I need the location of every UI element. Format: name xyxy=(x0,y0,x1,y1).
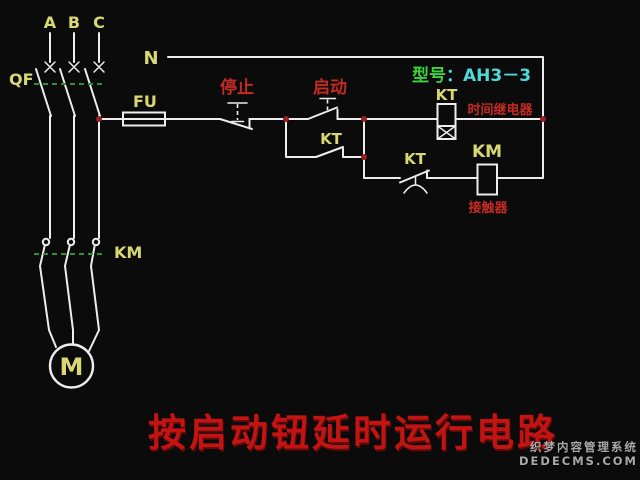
breaker-label: QF xyxy=(9,70,34,89)
km-contact-blades xyxy=(39,245,96,267)
junction-dot xyxy=(540,116,546,122)
km-contact-terminal xyxy=(41,237,51,247)
kt-delay-contact xyxy=(399,169,430,184)
km-coil-box xyxy=(476,163,498,196)
stop-actuator-bars xyxy=(227,102,248,123)
fuse-symbol xyxy=(122,111,166,127)
breaker-blades xyxy=(35,68,101,117)
start-label: 启动 xyxy=(313,77,347,98)
phase-drop-lines xyxy=(49,115,100,239)
breaker-qf: QF xyxy=(9,68,106,239)
stop-contact xyxy=(219,118,253,130)
motor: M xyxy=(39,265,101,389)
junction-dot xyxy=(361,116,367,122)
kt-latch-label: KT xyxy=(320,130,343,148)
watermark-line2: DEDECMS.COM xyxy=(519,454,638,469)
watermark-line1: 织梦内容管理系统 xyxy=(530,440,638,454)
diagram-title: 按启动钮延时运行电路 xyxy=(148,411,559,455)
motor-circle xyxy=(48,343,95,389)
fuse-fu: FU xyxy=(122,92,166,127)
km-contact-terminal xyxy=(66,237,76,247)
kt-coil-box xyxy=(436,103,457,127)
model-value: ：AH3－3 xyxy=(446,66,531,86)
kt-delay-symbol xyxy=(403,175,428,194)
phase-supply: A B C xyxy=(44,13,105,73)
phase-lines xyxy=(49,32,100,63)
junction-dots xyxy=(96,116,546,160)
phase-a-label: A xyxy=(44,13,57,32)
stop-button: 停止 xyxy=(219,77,309,130)
kt-delay-element-cross xyxy=(436,125,457,140)
kt-latch-branch xyxy=(285,118,365,179)
motor-label: M xyxy=(60,353,84,381)
junction-dot xyxy=(96,116,102,122)
km-coil-label: KM xyxy=(472,142,502,162)
contactor-main-contacts: KM xyxy=(34,237,142,267)
kt-latch-contact: KT xyxy=(285,118,365,179)
contactor-desc: 接触器 xyxy=(468,200,508,216)
kt-coil-label: KT xyxy=(436,86,459,104)
model-name: 型号 xyxy=(412,65,446,86)
contactor-contacts-label: KM xyxy=(114,243,142,262)
breaker-terminal-marks xyxy=(44,61,105,73)
km-coil-branch: KT KM 接触器 xyxy=(363,142,544,216)
kt-delay-contact-label: KT xyxy=(404,150,427,168)
motor-leads xyxy=(39,265,101,352)
time-relay-desc: 时间继电器 xyxy=(467,102,533,118)
neutral-label: N xyxy=(143,48,158,69)
stop-label: 停止 xyxy=(220,77,254,98)
model-number: 型号：AH3－3 xyxy=(412,65,531,86)
kt-time-relay-coil: KT 时间继电器 xyxy=(436,86,533,140)
start-contact xyxy=(307,106,339,120)
junction-dot xyxy=(361,154,367,160)
phase-b-label: B xyxy=(68,13,80,32)
fuse-label: FU xyxy=(133,92,157,111)
km-contact-terminal xyxy=(91,237,101,247)
junction-dot xyxy=(283,116,289,122)
watermark: 织梦内容管理系统 DEDECMS.COM xyxy=(519,440,638,469)
phase-c-label: C xyxy=(93,13,105,32)
start-button: 启动 xyxy=(307,77,347,120)
control-circuit: FU 停止 启动 KT KT 时 xyxy=(96,65,546,216)
